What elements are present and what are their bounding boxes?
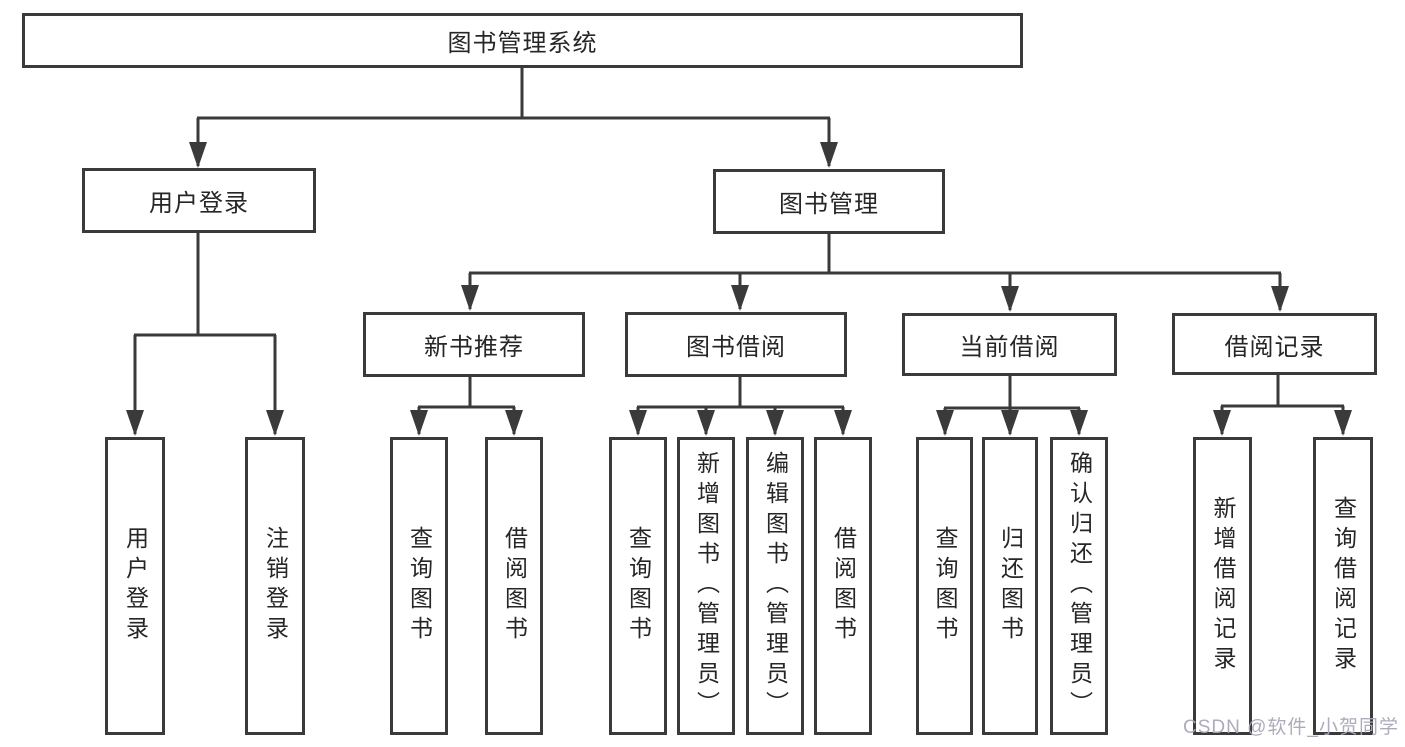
leaf-query-book-borrow: 查询图书 [609, 437, 667, 735]
leaf-user-login: 用户登录 [105, 437, 165, 735]
leaf-add-book-admin: 新增图书（管理员） [677, 437, 735, 735]
node-user-login: 用户登录 [82, 168, 316, 233]
leaf-query-book-newbook: 查询图书 [390, 437, 448, 735]
leaf-confirm-return-admin: 确认归还（管理员） [1050, 437, 1108, 735]
leaf-add-borrow-record: 新增借阅记录 [1193, 437, 1252, 735]
leaf-borrow-book: 借阅图书 [814, 437, 872, 735]
leaf-logout: 注销登录 [245, 437, 305, 735]
leaf-query-borrow-record: 查询借阅记录 [1313, 437, 1373, 735]
node-book-borrow: 图书借阅 [625, 312, 847, 377]
node-current-borrow: 当前借阅 [902, 313, 1117, 376]
csdn-watermark: CSDN @软件_小贺同学 [1183, 717, 1399, 738]
node-book-management: 图书管理 [713, 169, 945, 234]
node-borrow-record: 借阅记录 [1172, 313, 1377, 375]
leaf-edit-book-admin: 编辑图书（管理员） [746, 437, 804, 735]
leaf-query-book-current: 查询图书 [916, 437, 973, 735]
leaf-borrow-book-newbook: 借阅图书 [485, 437, 543, 735]
leaf-return-book: 归还图书 [982, 437, 1038, 735]
node-library-management-system: 图书管理系统 [22, 13, 1023, 68]
node-new-book-recommend: 新书推荐 [363, 312, 585, 377]
